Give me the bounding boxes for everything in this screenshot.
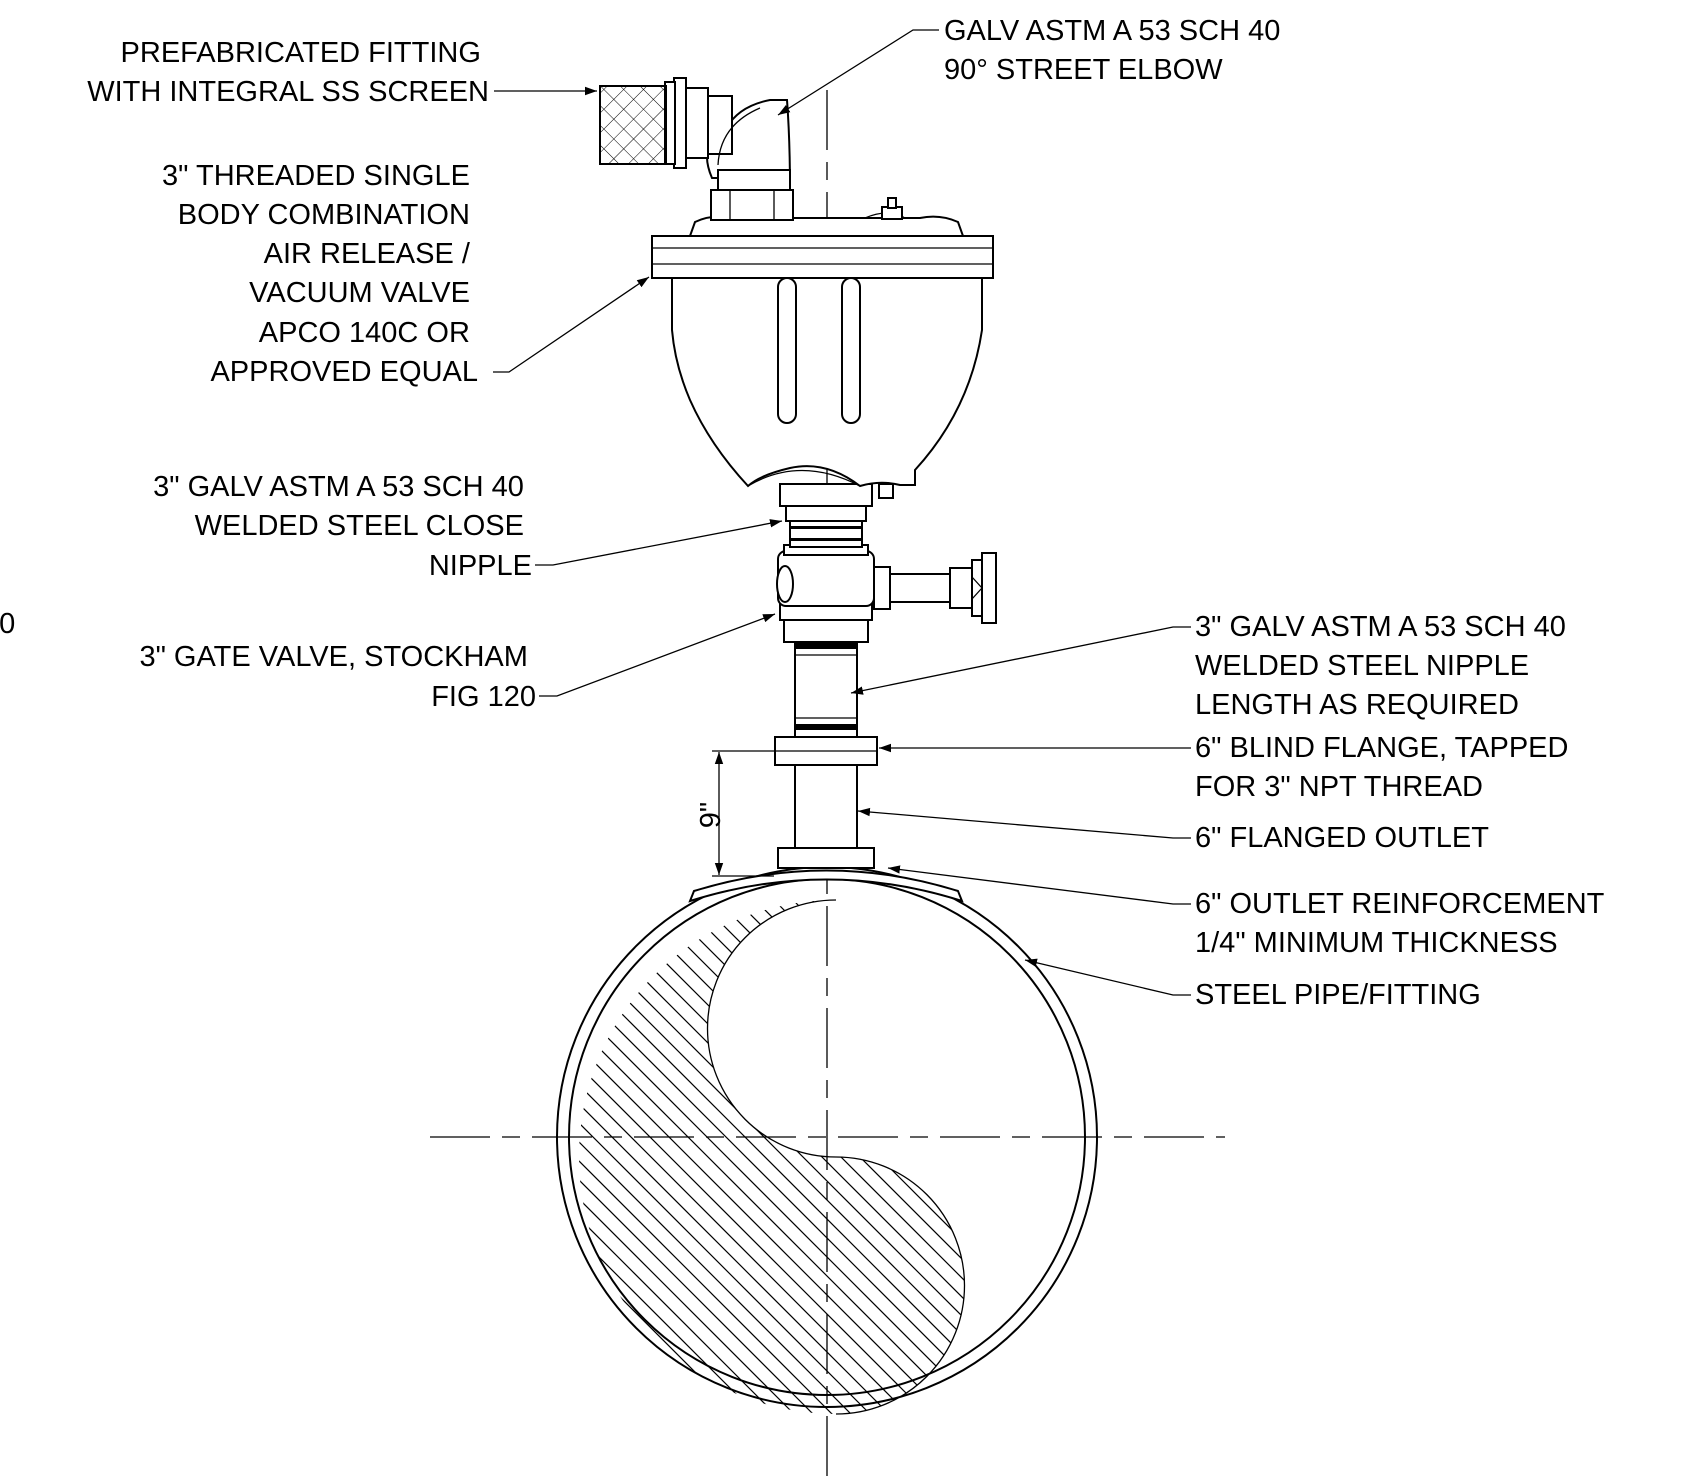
hatch-line (579, 900, 965, 1414)
hatch-line (0, 860, 517, 1460)
hatch-line (579, 900, 965, 1414)
leader-close-nipple (535, 519, 783, 566)
hatch-line (0, 860, 479, 1460)
leader-lines (493, 29, 1191, 996)
hatch-line (579, 900, 803, 1414)
outlet-reinforcement-saddle (688, 869, 964, 903)
leader-gate-valve (539, 613, 776, 697)
hatch-line (579, 900, 708, 1414)
callout-text: PREFABRICATED FITTING WITH INTEGRAL SS S… (0, 15, 1612, 1011)
dimension-label: 9" (695, 802, 727, 828)
clipped-edge-text: 40 (0, 608, 15, 640)
hatch-line (579, 900, 594, 1414)
hatch-line (581, 900, 965, 1414)
hatch-line (579, 900, 727, 1414)
hatch-line (579, 900, 965, 1414)
callout-air-valve: 3" THREADED SINGLE BODY COMBINATION AIR … (162, 160, 478, 388)
hatch-line (579, 900, 965, 1414)
hatch-line (579, 900, 965, 1414)
hatch-line (579, 900, 670, 1414)
hatch-line (579, 900, 765, 1414)
callout-steel-nipple: 3" GALV ASTM A 53 SCH 40 WELDED STEEL NI… (1195, 611, 1574, 721)
hatch-line (619, 900, 965, 1414)
callout-gate-valve: 3" GATE VALVE, STOCKHAM FIG 120 (139, 641, 536, 713)
hatch-line (579, 900, 632, 1414)
valve-body (671, 277, 983, 488)
air-release-vacuum-valve (651, 189, 994, 507)
hatch-line (676, 900, 965, 1414)
hatch-line (579, 900, 936, 1414)
callout-steel-pipe: STEEL PIPE/FITTING (1195, 979, 1481, 1011)
hatch-line (579, 900, 822, 1414)
hatch-line (579, 900, 746, 1414)
callout-reinforcement: 6" OUTLET REINFORCEMENT 1/4" MINIMUM THI… (1195, 888, 1612, 959)
hatch-line (579, 900, 689, 1414)
hatch-line (657, 900, 965, 1414)
callout-blind-flange: 6" BLIND FLANGE, TAPPED FOR 3" NPT THREA… (1195, 732, 1577, 803)
leader-reinforcement (887, 865, 1191, 905)
leader-flanged-outlet (857, 807, 1191, 839)
screen-fitting (599, 77, 709, 169)
leader-air-valve (493, 276, 650, 373)
gate-valve (776, 544, 997, 643)
hatch-line (579, 900, 965, 1414)
dimension-9-inch: 9" (695, 750, 774, 877)
leader-steel-pipe (1024, 958, 1191, 996)
callout-close-nipple: 3" GALV ASTM A 53 SCH 40 WELDED STEEL CL… (153, 471, 532, 582)
hatch-line (579, 900, 965, 1414)
hatch-line (579, 900, 955, 1414)
hatch-line (579, 900, 898, 1414)
hatch-line (579, 900, 917, 1414)
hatch-line (0, 860, 555, 1460)
street-elbow (706, 95, 792, 191)
steel-nipple (794, 639, 858, 738)
hatch-line (579, 900, 784, 1414)
hatch-line (579, 900, 965, 1414)
close-nipple (785, 502, 867, 548)
hatch-line (579, 900, 651, 1414)
hatch-line (579, 900, 879, 1414)
hatch-line (579, 900, 860, 1414)
pipe-section-boundary (706, 899, 966, 1415)
leader-street-elbow (777, 29, 939, 116)
callout-street-elbow: GALV ASTM A 53 SCH 40 90° STREET ELBOW (944, 15, 1288, 86)
flanged-outlet (777, 764, 875, 869)
hatch-line (0, 860, 536, 1460)
hatch-line (0, 860, 460, 1460)
hatch-line (0, 860, 498, 1460)
callout-screen-fitting: PREFABRICATED FITTING WITH INTEGRAL SS S… (87, 37, 489, 108)
hatch-line (0, 860, 574, 1460)
hatch-line (579, 900, 965, 1414)
hatch-line (579, 900, 841, 1414)
hatch-line (579, 900, 613, 1414)
leader-steel-nipple (850, 626, 1191, 695)
callout-flanged-outlet: 6" FLANGED OUTLET (1195, 822, 1489, 854)
hatch-line (579, 900, 965, 1414)
blind-flange (774, 736, 878, 766)
